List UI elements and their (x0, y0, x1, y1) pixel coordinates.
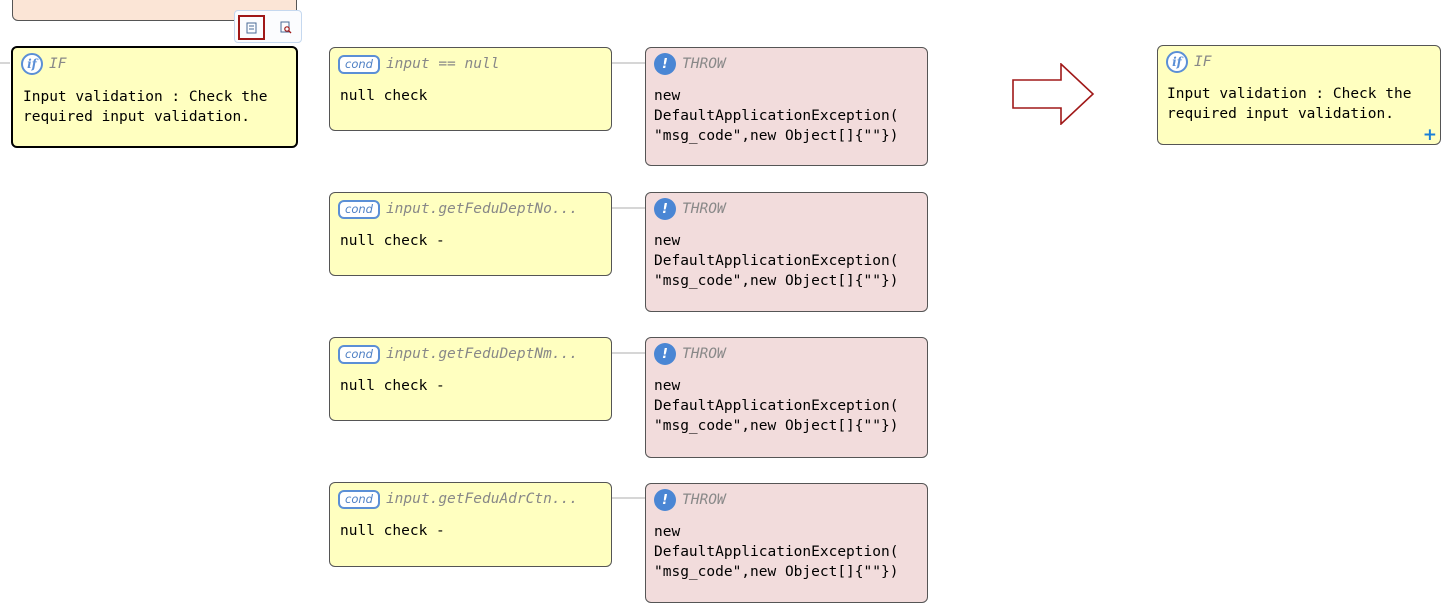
throw-type-label: THROW (682, 346, 726, 362)
cond-header: cond input.getFeduDeptNm... (338, 343, 578, 365)
throw-node[interactable]: ! THROW new DefaultApplicationException(… (645, 47, 928, 166)
cond-node[interactable]: cond input.getFeduDeptNo... null check - (329, 192, 612, 276)
throw-node[interactable]: ! THROW new DefaultApplicationException(… (645, 483, 928, 603)
if-type-label: IF (49, 56, 67, 72)
cond-header: cond input.getFeduAdrCtn... (338, 488, 578, 510)
detail-button[interactable] (272, 15, 299, 40)
cond-header: cond input.getFeduDeptNo... (338, 198, 578, 220)
expand-plus-icon[interactable]: + (1422, 125, 1437, 145)
throw-statement: new DefaultApplicationException( "msg_co… (654, 378, 899, 434)
cond-description: null check (340, 88, 428, 104)
exclamation-icon: ! (654, 489, 676, 511)
exclamation-icon: ! (654, 343, 676, 365)
cond-header: cond input == null (338, 53, 499, 75)
if-badge-icon: if (21, 53, 43, 75)
cond-badge-icon: cond (338, 199, 380, 219)
cond-node[interactable]: cond input == null null check (329, 47, 612, 131)
throw-node[interactable]: ! THROW new DefaultApplicationException(… (645, 192, 928, 312)
cond-badge-icon: cond (338, 489, 380, 509)
if-node-left[interactable]: if IF Input validation : Check the requi… (11, 46, 298, 148)
collapse-icon (246, 22, 256, 33)
if-description: Input validation : Check the required in… (1167, 86, 1412, 122)
throw-node[interactable]: ! THROW new DefaultApplicationException(… (645, 337, 928, 458)
detail-icon (280, 21, 291, 34)
throw-header: ! THROW (654, 343, 726, 365)
throw-statement: new DefaultApplicationException( "msg_co… (654, 233, 899, 289)
throw-type-label: THROW (682, 201, 726, 217)
throw-statement: new DefaultApplicationException( "msg_co… (654, 88, 899, 144)
cond-node[interactable]: cond input.getFeduAdrCtn... null check - (329, 482, 612, 567)
cond-expression: input.getFeduAdrCtn... (385, 491, 579, 507)
connector-cond-throw-1 (612, 62, 645, 64)
if-header: if IF (1166, 51, 1211, 73)
cond-node[interactable]: cond input.getFeduDeptNm... null check - (329, 337, 612, 421)
throw-statement: new DefaultApplicationException( "msg_co… (654, 524, 899, 580)
if-badge-icon: if (1166, 51, 1188, 73)
cond-badge-icon: cond (338, 54, 380, 74)
exclamation-icon: ! (654, 53, 676, 75)
if-type-label: IF (1194, 54, 1212, 70)
connector-left-stub (0, 62, 10, 64)
cond-description: null check - (340, 378, 445, 394)
cond-expression: input.getFeduDeptNm... (385, 346, 579, 362)
cond-expression: input == null (385, 56, 500, 72)
if-header: if IF (21, 53, 66, 75)
connector-cond-throw-2 (612, 207, 645, 209)
throw-header: ! THROW (654, 489, 726, 511)
collapse-button[interactable] (238, 15, 265, 40)
if-description: Input validation : Check the required in… (23, 89, 268, 125)
throw-type-label: THROW (682, 492, 726, 508)
exclamation-icon: ! (654, 198, 676, 220)
cond-expression: input.getFeduDeptNo... (385, 201, 579, 217)
node-toolbar (234, 10, 302, 43)
connector-cond-throw-4 (612, 497, 645, 499)
cond-badge-icon: cond (338, 344, 380, 364)
throw-header: ! THROW (654, 53, 726, 75)
throw-header: ! THROW (654, 198, 726, 220)
cond-description: null check - (340, 523, 445, 539)
right-arrow-icon (1012, 63, 1095, 125)
connector-cond-throw-3 (612, 352, 645, 354)
cond-description: null check - (340, 233, 445, 249)
throw-type-label: THROW (682, 56, 726, 72)
if-node-collapsed[interactable]: if IF Input validation : Check the requi… (1157, 45, 1441, 145)
